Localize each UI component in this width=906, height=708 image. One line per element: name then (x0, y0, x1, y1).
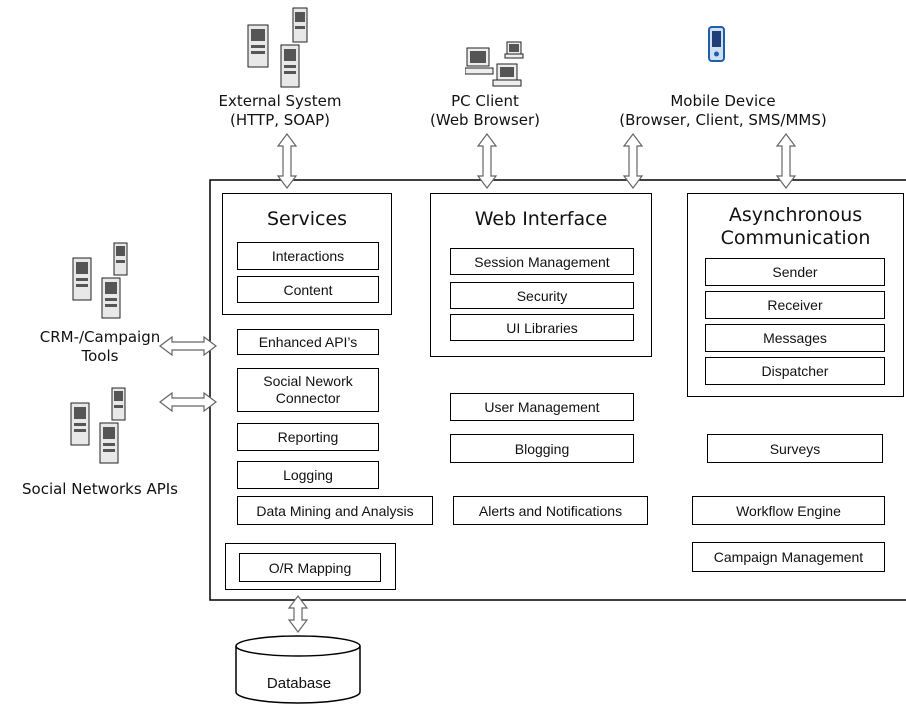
crm-tools-label: CRM-/Campaign Tools (39, 328, 161, 365)
social-network-connector-box: Social Nework Connector (237, 368, 379, 412)
pc-client-label: PC Client (Web Browser) (430, 92, 540, 129)
logging-box: Logging (237, 461, 379, 489)
external-system-arrow (276, 133, 298, 189)
pc-client-computer-icon (465, 41, 524, 87)
mobile-device-label: Mobile Device (Browser, Client, SMS/MMS) (619, 92, 827, 129)
social-networks-server-icon (70, 387, 126, 464)
content-box: Content (237, 276, 379, 303)
sender-box: Sender (705, 258, 885, 286)
reporting-box: Reporting (237, 423, 379, 451)
ui-libraries-box: UI Libraries (450, 314, 634, 341)
async-communication-title: Asynchronous Communication (720, 204, 871, 249)
pc-client-arrow (476, 133, 498, 189)
mobile-device-arrow (775, 133, 797, 189)
services-title: Services (266, 208, 348, 230)
or-mapping-box: O/R Mapping (239, 553, 381, 582)
crm-server-icon (72, 242, 128, 319)
user-management-box: User Management (450, 393, 634, 421)
external-system-label: External System (HTTP, SOAP) (218, 92, 342, 129)
dispatcher-box: Dispatcher (705, 357, 885, 385)
receiver-box: Receiver (705, 291, 885, 319)
database-cylinder-icon (235, 635, 361, 704)
database-arrow (287, 595, 309, 633)
security-box: Security (450, 282, 634, 309)
web-interface-title: Web Interface (474, 208, 608, 230)
interactions-box: Interactions (237, 242, 379, 270)
data-mining-box: Data Mining and Analysis (237, 496, 433, 525)
enhanced-apis-box: Enhanced API’s (237, 329, 379, 355)
campaign-management-box: Campaign Management (692, 542, 885, 572)
mobile-device-phone-icon (708, 26, 725, 62)
blogging-box: Blogging (450, 434, 634, 463)
social-network-arrow (159, 391, 217, 413)
workflow-engine-box: Workflow Engine (692, 496, 885, 525)
database-label: Database (266, 675, 332, 692)
social-networks-apis-label: Social Networks APIs (22, 480, 178, 498)
session-management-box: Session Management (450, 248, 634, 275)
messages-box: Messages (705, 324, 885, 352)
surveys-box: Surveys (707, 434, 883, 463)
external-system-server-icon (247, 7, 308, 88)
web-interface-mobile-arrow (622, 133, 644, 189)
crm-arrow (159, 335, 217, 357)
alerts-notifications-box: Alerts and Notifications (453, 496, 648, 525)
